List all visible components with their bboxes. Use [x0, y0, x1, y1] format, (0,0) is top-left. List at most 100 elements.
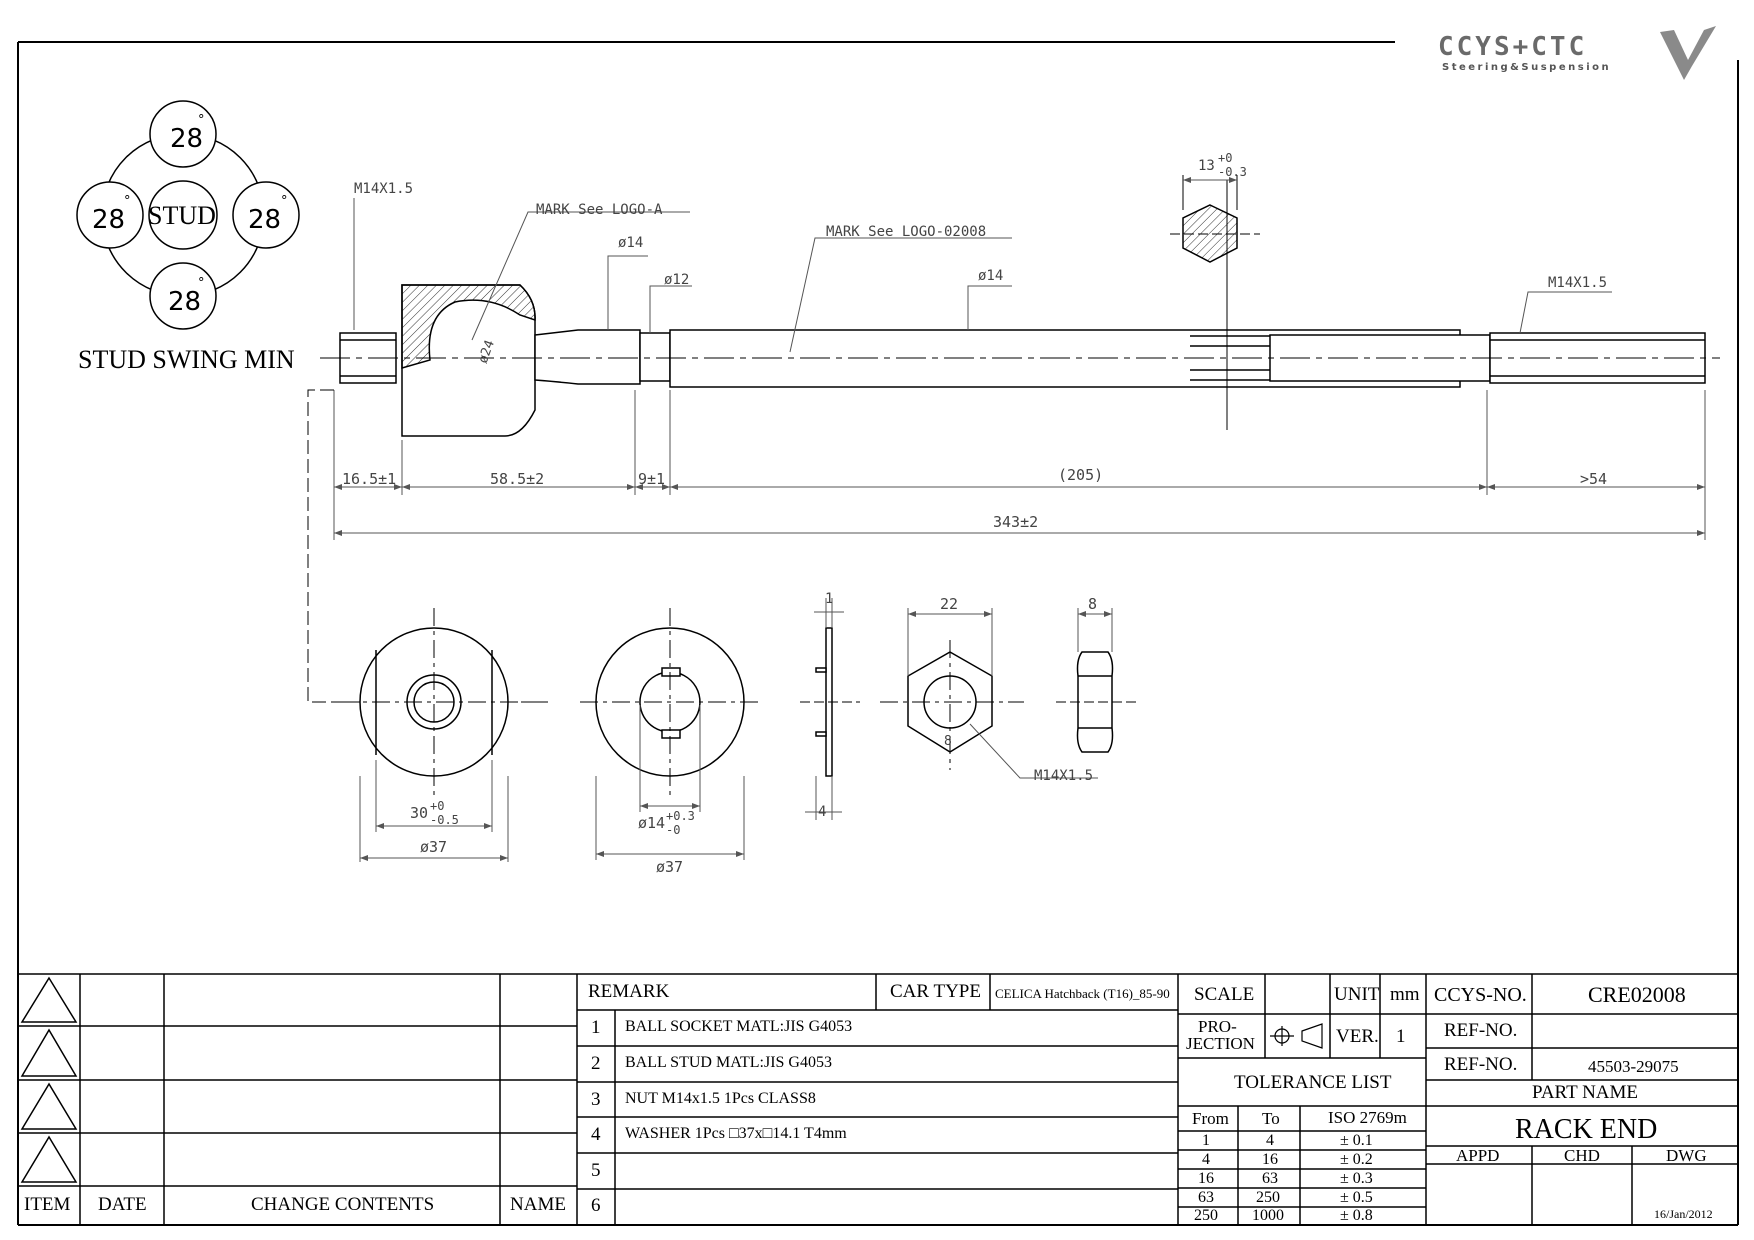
hex-section	[1170, 175, 1260, 430]
dim-thread-right: >54	[1580, 470, 1607, 488]
nut-thread-callout: M14X1.5	[1034, 768, 1093, 784]
swing-center-label: STUD	[148, 201, 216, 230]
hex-size: 13	[1198, 158, 1215, 174]
remark-row-text: NUT M14x1.5 1Pcs CLASS8	[625, 1090, 816, 1107]
washer-1	[359, 627, 509, 777]
washer2-outer-dia: ø37	[656, 858, 683, 876]
version-label: VER.	[1336, 1026, 1379, 1047]
remark-row-no: 1	[591, 1017, 601, 1038]
hex-tol-up: +0	[1218, 151, 1232, 165]
tolerance-value: ± 0.2	[1340, 1151, 1373, 1168]
tolerance-from: 16	[1198, 1170, 1214, 1187]
tolerance-value: ± 0.3	[1340, 1170, 1373, 1187]
remark-row-text: BALL STUD MATL:JIS G4053	[625, 1054, 832, 1071]
car-type-label: CAR TYPE	[890, 981, 981, 1002]
car-type-value: CELICA Hatchback (T16)_85-90	[995, 986, 1170, 1001]
ref-no-label-2: REF-NO.	[1444, 1054, 1518, 1075]
remark-row-no: 6	[591, 1195, 601, 1216]
part-name-value: RACK END	[1515, 1114, 1658, 1145]
washer-side-thk-top: 1	[825, 591, 833, 607]
dim-body-length: (205)	[1058, 466, 1103, 484]
tolerance-value: ± 0.5	[1340, 1189, 1373, 1206]
washer1-inner-tol-up: +0	[430, 799, 444, 813]
version-value: 1	[1396, 1026, 1406, 1047]
part-name-label: PART NAME	[1532, 1082, 1639, 1103]
tolerance-title: TOLERANCE LIST	[1234, 1072, 1392, 1093]
scale-label: SCALE	[1194, 984, 1255, 1005]
logo-brand: CCYS+CTC	[1438, 32, 1588, 62]
callout-dia14-a: ø14	[618, 235, 643, 251]
hex-tol-down: -0.3	[1218, 165, 1247, 179]
dim-collar-length: 9±1	[638, 470, 665, 488]
sheet-border	[17, 41, 1739, 1226]
dim-overall-length: 343±2	[993, 513, 1038, 531]
tolerance-to: 1000	[1252, 1207, 1284, 1224]
rev-date-header: DATE	[98, 1194, 147, 1215]
dim-socket-length: 58.5±2	[490, 470, 544, 488]
remark-row-no: 5	[591, 1160, 601, 1181]
projection-label-1: PRO-	[1198, 1017, 1237, 1036]
ccys-no-label: CCYS-NO.	[1434, 984, 1527, 1006]
callout-mark-logo-a: MARK See LOGO-A	[536, 202, 663, 218]
remark-row-no: 2	[591, 1053, 601, 1074]
nut-class-mark: 8	[944, 734, 952, 749]
remark-row-text: BALL SOCKET MATL:JIS G4053	[625, 1018, 853, 1035]
tolerance-from: 63	[1198, 1189, 1214, 1206]
rev-change-header: CHANGE CONTENTS	[251, 1194, 435, 1215]
tolerance-from: 1	[1202, 1132, 1210, 1149]
remark-row-no: 4	[591, 1124, 601, 1145]
title-block-grid	[18, 973, 1738, 1225]
unit-value: mm	[1390, 984, 1420, 1005]
washer-side-thk-bot: 4	[818, 804, 826, 820]
callout-thread-right: M14X1.5	[1548, 275, 1607, 291]
callout-dia14-b: ø14	[978, 268, 1003, 284]
remark-header: REMARK	[588, 981, 670, 1002]
company-logo: CCYS+CTC Steering&Suspension	[1438, 26, 1738, 86]
tolerance-to: 4	[1266, 1132, 1274, 1149]
nut-thickness: 8	[1088, 595, 1097, 613]
chd-label: CHD	[1564, 1146, 1600, 1165]
tolerance-from-header: From	[1192, 1109, 1229, 1128]
tolerance-std-header: ISO 2769m	[1328, 1108, 1407, 1127]
swing-left-degree: °	[124, 194, 131, 209]
washer2-inner-tol-down: -0	[666, 823, 680, 837]
swing-top-value: 28	[170, 124, 203, 154]
tolerance-to-header: To	[1262, 1109, 1280, 1128]
tolerance-to: 63	[1262, 1170, 1278, 1187]
swing-caption: STUD SWING MIN	[78, 345, 295, 374]
swing-bottom-degree: °	[198, 276, 205, 291]
tolerance-value: ± 0.1	[1340, 1132, 1373, 1149]
callout-mark-logo-02008: MARK See LOGO-02008	[826, 224, 986, 240]
tolerance-value: ± 0.8	[1340, 1207, 1373, 1224]
nut-side-view	[1076, 651, 1114, 753]
washer1-outer-dia: ø37	[420, 838, 447, 856]
appd-label: APPD	[1456, 1146, 1500, 1165]
remark-row-no: 3	[591, 1089, 601, 1110]
nut-width: 22	[940, 595, 958, 613]
swing-bottom-value: 28	[168, 287, 201, 317]
ref-no-label-1: REF-NO.	[1444, 1020, 1518, 1041]
washer2-inner-dia: ø14	[638, 814, 665, 832]
tolerance-from: 250	[1194, 1207, 1218, 1224]
dim-thread-length: 16.5±1	[342, 470, 396, 488]
logo-tagline: Steering&Suspension	[1442, 62, 1612, 73]
remark-row-text: WASHER 1Pcs □37x□14.1 T4mm	[625, 1125, 847, 1142]
revision-triangles	[20, 976, 78, 1183]
washer1-inner-size: 30	[410, 804, 428, 822]
swing-top-degree: °	[198, 113, 205, 128]
tolerance-to: 250	[1256, 1189, 1280, 1206]
ccys-no-value: CRE02008	[1588, 982, 1686, 1007]
projection-symbol-icon	[1270, 1023, 1323, 1049]
callout-dia12: ø12	[664, 272, 689, 288]
callout-leaders	[353, 198, 1612, 353]
washer1-inner-tol-down: -0.5	[430, 813, 459, 827]
drawing-date: 16/Jan/2012	[1654, 1207, 1713, 1221]
logo-swoosh-icon	[1660, 26, 1716, 80]
tolerance-from: 4	[1202, 1151, 1210, 1168]
swing-right-degree: °	[281, 194, 288, 209]
stud-swing-diagram	[76, 100, 300, 330]
projection-label-2: JECTION	[1186, 1034, 1255, 1053]
callout-thread-left: M14X1.5	[354, 181, 413, 197]
